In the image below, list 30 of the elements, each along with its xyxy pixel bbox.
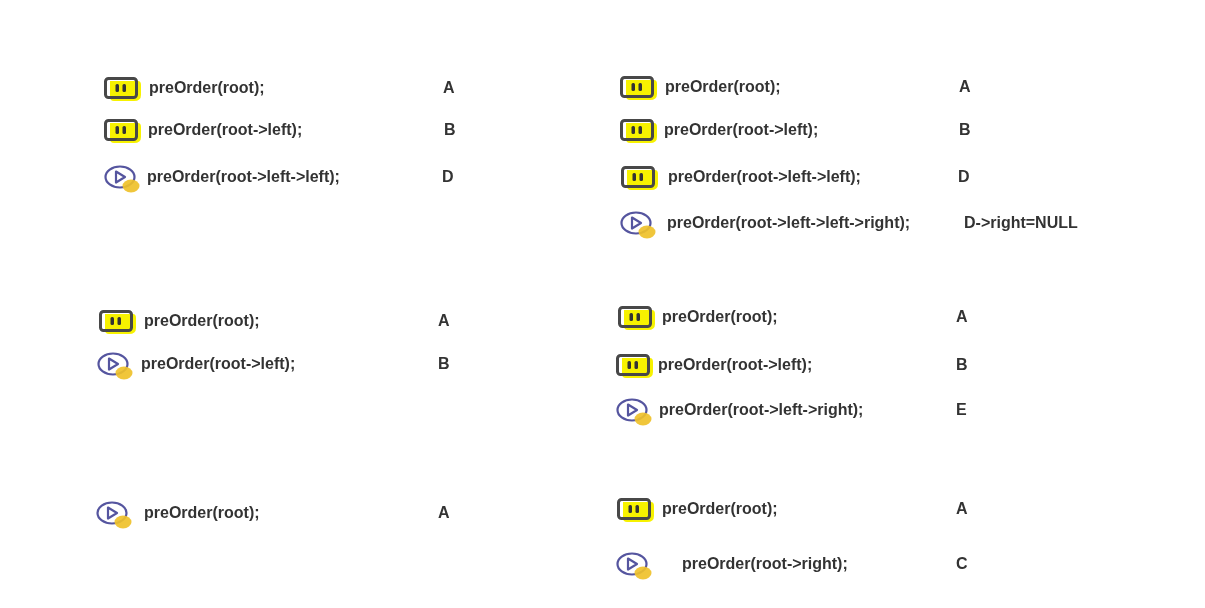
code-line: preOrder(root); (149, 78, 265, 98)
node-value: D (442, 167, 454, 187)
code-line: preOrder(root); (144, 503, 260, 523)
code-line: preOrder(root->left->left); (147, 167, 340, 187)
code-line: preOrder(root); (665, 77, 781, 97)
code-line: preOrder(root); (662, 499, 778, 519)
node-value: C (956, 554, 968, 574)
code-line: preOrder(root->left->left); (668, 167, 861, 187)
node-value: A (438, 503, 450, 523)
node-value: B (959, 120, 971, 140)
code-line: preOrder(root->left); (148, 120, 303, 140)
code-line: preOrder(root->left); (141, 354, 296, 374)
code-line: preOrder(root->left->left->right); (667, 213, 911, 233)
code-line: preOrder(root->right); (682, 554, 848, 574)
node-value: D->right=NULL (964, 213, 1078, 233)
node-value: E (956, 400, 967, 420)
code-line: preOrder(root); (662, 307, 778, 327)
code-line: preOrder(root->left); (664, 120, 819, 140)
code-line: preOrder(root->left->right); (659, 400, 864, 420)
code-line: preOrder(root->left); (658, 355, 813, 375)
node-value: A (959, 77, 971, 97)
node-value: B (438, 354, 450, 374)
node-value: B (444, 120, 456, 140)
node-value: A (443, 78, 455, 98)
code-line: preOrder(root); (144, 311, 260, 331)
node-value: A (438, 311, 450, 331)
node-value: B (956, 355, 968, 375)
node-value: D (958, 167, 970, 187)
node-value: A (956, 307, 968, 327)
node-value: A (956, 499, 968, 519)
